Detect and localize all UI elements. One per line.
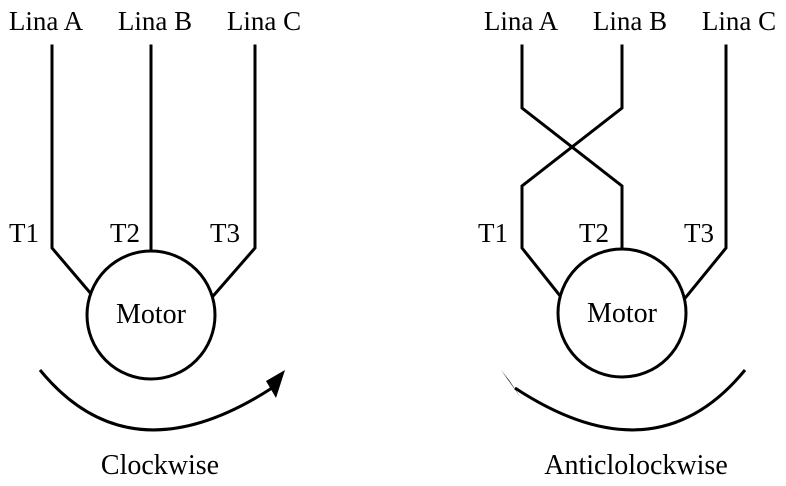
- left-direction-label: Clockwise: [101, 450, 219, 481]
- anticlockwise-arrow-arc: [514, 369, 747, 432]
- left-line-b-label: Lina B: [118, 6, 192, 36]
- left-line-a-label: Lina A: [9, 6, 84, 36]
- left-terminal-t1-label: T1: [9, 218, 39, 248]
- right-motor-circle: [556, 247, 688, 379]
- right-motor-label: Motor: [587, 298, 658, 329]
- right-wire-t3: [683, 44, 728, 300]
- anticlockwise-arrow-head-icon: [501, 370, 521, 398]
- right-terminal-t1-label: T1: [478, 218, 508, 248]
- right-terminal-t3-label: T3: [684, 218, 714, 248]
- left-wire-t3: [211, 44, 257, 298]
- left-motor-label: Motor: [116, 299, 187, 330]
- left-motor-circle: [85, 249, 217, 381]
- right-terminal-t2-label: T2: [579, 218, 609, 248]
- left-terminal-t2-label: T2: [110, 218, 140, 248]
- left-terminal-t3-label: T3: [210, 218, 240, 248]
- right-wire-b-to-t1: [520, 44, 624, 300]
- left-line-c-label: Lina C: [227, 6, 301, 36]
- clockwise-arrow-head-icon: [266, 370, 285, 398]
- right-line-c-label: Lina C: [702, 6, 776, 36]
- left-wire-t1: [50, 44, 95, 298]
- right-line-b-label: Lina B: [593, 6, 667, 36]
- right-line-a-label: Lina A: [484, 6, 559, 36]
- clockwise-arrow-arc: [38, 369, 273, 432]
- clockwise-diagram: Lina A Lina B Lina C T1 T2 T3 Motor Cloc…: [9, 6, 301, 481]
- right-direction-label: Anticlolockwise: [544, 450, 728, 481]
- anticlockwise-diagram: Lina A Lina B Lina C T1 T2 T3 Motor Anti…: [478, 6, 776, 481]
